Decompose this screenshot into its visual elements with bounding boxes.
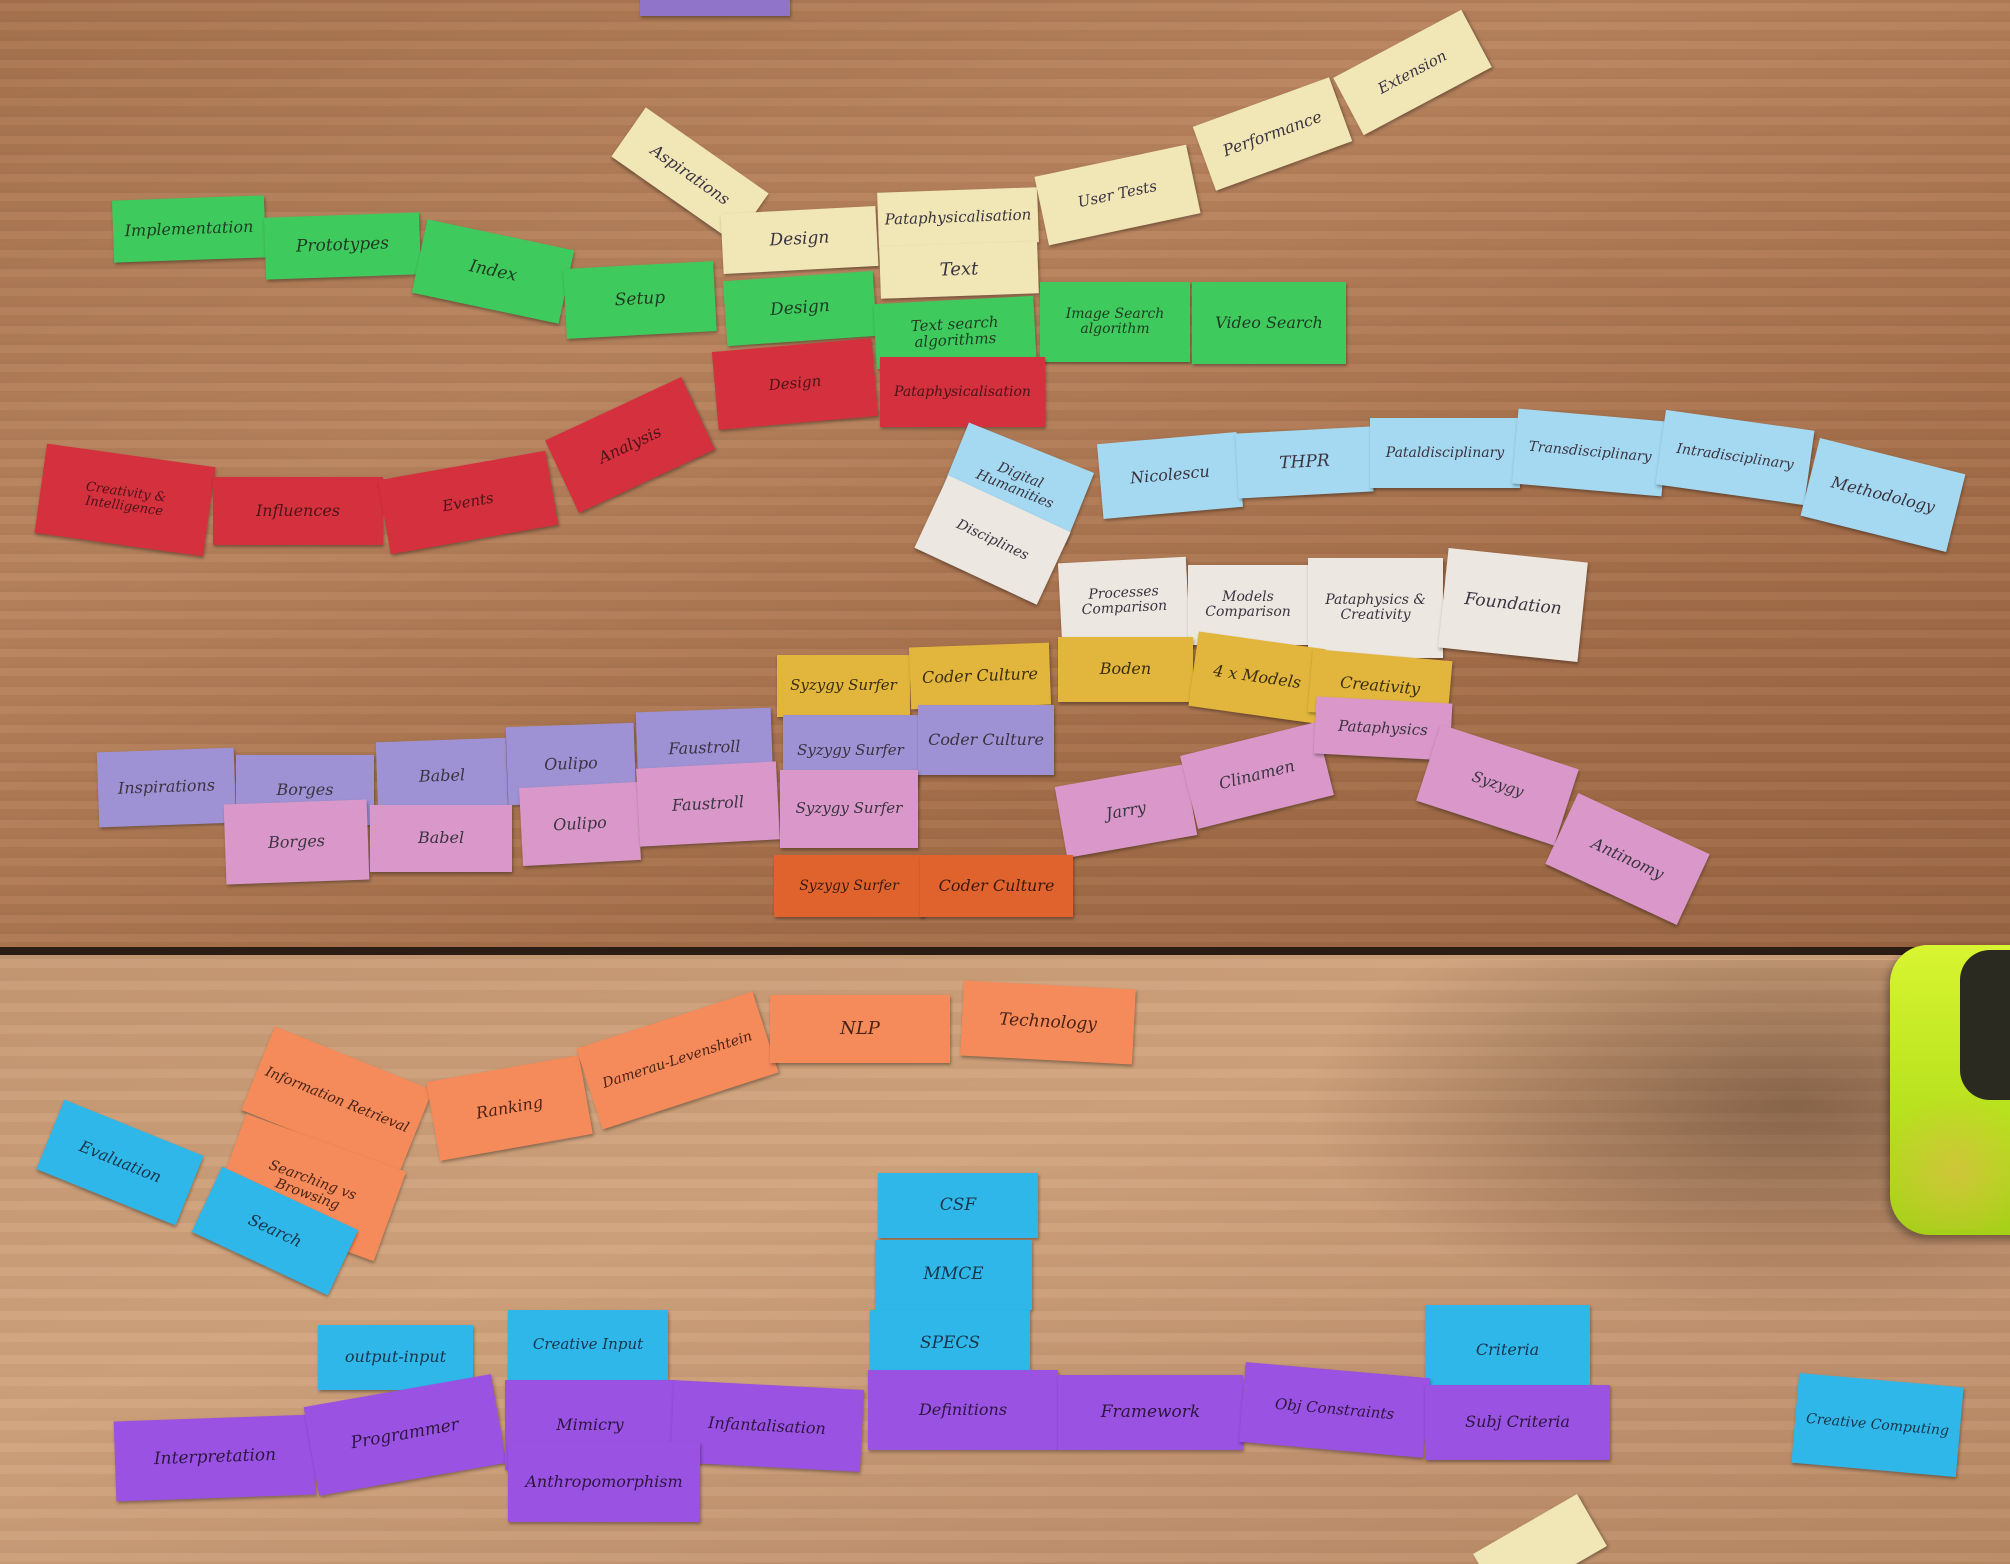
sticky-note-syzygy-surfer-orange: Syzygy Surfer — [774, 855, 924, 917]
sticky-note-subj-criteria: Subj Criteria — [1425, 1385, 1610, 1460]
sticky-note-criteria: Criteria — [1425, 1305, 1590, 1395]
sticky-note-framework: Framework — [1058, 1375, 1243, 1450]
sticky-note-output-input: output-input — [318, 1325, 473, 1390]
sticky-note-text: Text — [879, 241, 1039, 299]
table-seam — [0, 947, 2010, 955]
sticky-note-babel-pink: Babel — [370, 805, 512, 872]
sticky-note-syzygy-surfer-yellow: Syzygy Surfer — [777, 655, 910, 717]
sticky-note-technology: Technology — [960, 980, 1136, 1065]
sticky-note-boden: Boden — [1058, 637, 1193, 702]
sticky-note-csf: CSF — [878, 1173, 1038, 1238]
sticky-note-pataldisciplinary: Pataldisciplinary — [1370, 418, 1520, 488]
sticky-note-prototypes: Prototypes — [263, 212, 422, 280]
cup-rim — [1960, 950, 2010, 1100]
sticky-note-definitions: Definitions — [868, 1370, 1058, 1450]
sticky-note-design-green: Design — [722, 270, 878, 347]
sticky-note-implementation: Implementation — [111, 195, 267, 263]
sticky-note-creative-computing: Creative Computing — [1791, 1372, 1964, 1478]
sticky-note-nicolescu: Nicolescu — [1096, 432, 1244, 519]
sticky-note-coder-culture-orange: Coder Culture — [920, 855, 1073, 917]
sticky-note-obj-constraints: Obj Constraints — [1238, 1362, 1431, 1458]
sticky-note-mmce: MMCE — [875, 1240, 1032, 1310]
sticky-note-foundation: Foundation — [1438, 547, 1588, 663]
sticky-note-inspirations: Inspirations — [96, 747, 237, 828]
sticky-note-specs: SPECS — [870, 1310, 1030, 1378]
sticky-note-image-search: Image Search algorithm — [1040, 282, 1190, 362]
sticky-note-nlp: NLP — [770, 995, 950, 1063]
cup-reflection — [1890, 1080, 2010, 1230]
sticky-note-oulipo-pink: Oulipo — [519, 781, 641, 867]
sticky-note-babel-lav: Babel — [375, 737, 509, 815]
sticky-note-coder-culture-yellow: Coder Culture — [908, 642, 1052, 710]
sticky-note-syzygy-surfer-pink: Syzygy Surfer — [780, 770, 918, 848]
sticky-note-influences: Influences — [213, 477, 383, 545]
sticky-note-edge-top — [640, 0, 790, 16]
sticky-note-video-search: Video Search — [1192, 282, 1346, 364]
sticky-note-interpretation: Interpretation — [113, 1414, 317, 1502]
sticky-note-models-comparison: Models Comparison — [1188, 565, 1308, 645]
sticky-note-pataphysics-creativity: Pataphysics & Creativity — [1308, 558, 1443, 658]
sticky-note-setup: Setup — [563, 261, 717, 339]
sticky-note-processes-comparison: Processes Comparison — [1057, 556, 1191, 646]
sticky-note-pataphysicalisation-cream: Pataphysicalisation — [877, 187, 1039, 248]
sticky-note-design-cream: Design — [720, 205, 879, 275]
sticky-note-faustroll-pink: Faustroll — [636, 761, 780, 847]
sticky-note-borges-pink: Borges — [223, 799, 370, 885]
sticky-note-design-red: Design — [711, 338, 879, 430]
sticky-note-thpr: THPR — [1235, 426, 1374, 499]
sticky-note-pataphysicalisation-red: Pataphysicalisation — [880, 357, 1045, 427]
sticky-note-coder-culture-lav: Coder Culture — [918, 705, 1054, 775]
sticky-note-creative-input: Creative Input — [508, 1310, 668, 1380]
sticky-note-anthropomorphism: Anthropomorphism — [508, 1442, 700, 1522]
sticky-note-transdisciplinary: Transdisciplinary — [1512, 408, 1668, 497]
